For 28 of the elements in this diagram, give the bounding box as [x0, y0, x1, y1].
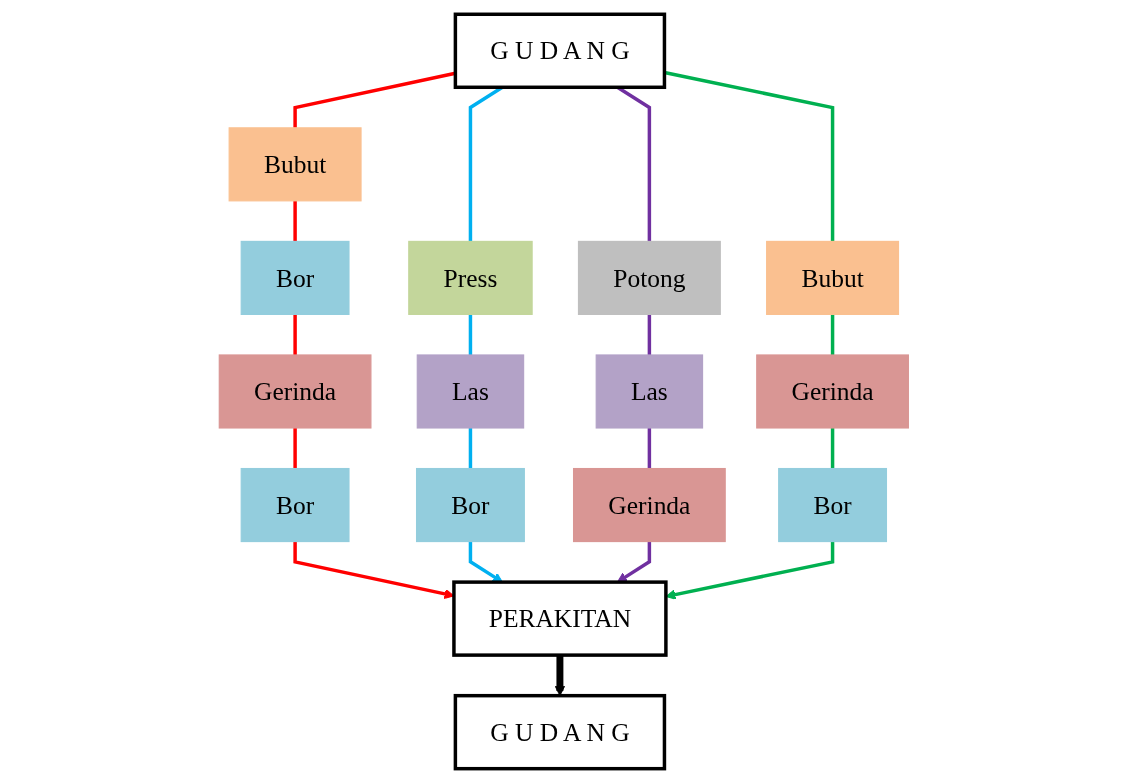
node-box: Bubut: [228, 127, 362, 202]
node-box: Bor: [240, 240, 350, 315]
connector: [647, 428, 651, 469]
node-box: Bubut: [765, 240, 899, 315]
node-box: Gerinda: [572, 468, 726, 543]
connector: [830, 428, 834, 469]
connector: [647, 314, 651, 355]
arrow: [616, 541, 651, 583]
connector: [468, 428, 472, 469]
node-box: Gerinda: [218, 354, 372, 429]
connector: [293, 314, 297, 355]
node-box: Bor: [415, 468, 525, 543]
connector: [293, 200, 297, 242]
connector: [468, 314, 472, 355]
node-box: Bor: [777, 468, 887, 543]
node-box: Las: [595, 354, 703, 429]
node-box: PERAKITAN: [451, 580, 668, 657]
node-box: Press: [407, 240, 533, 315]
arrow: [554, 655, 565, 697]
node-box: G U D A N G: [453, 12, 666, 90]
arrow: [468, 541, 503, 583]
connector: [293, 428, 297, 469]
connector: [830, 314, 834, 355]
node-box: Las: [416, 354, 524, 429]
node-box: Gerinda: [755, 354, 909, 429]
node-box: Potong: [577, 240, 721, 315]
node-box: Bor: [240, 468, 350, 543]
node-box: G U D A N G: [453, 693, 666, 771]
